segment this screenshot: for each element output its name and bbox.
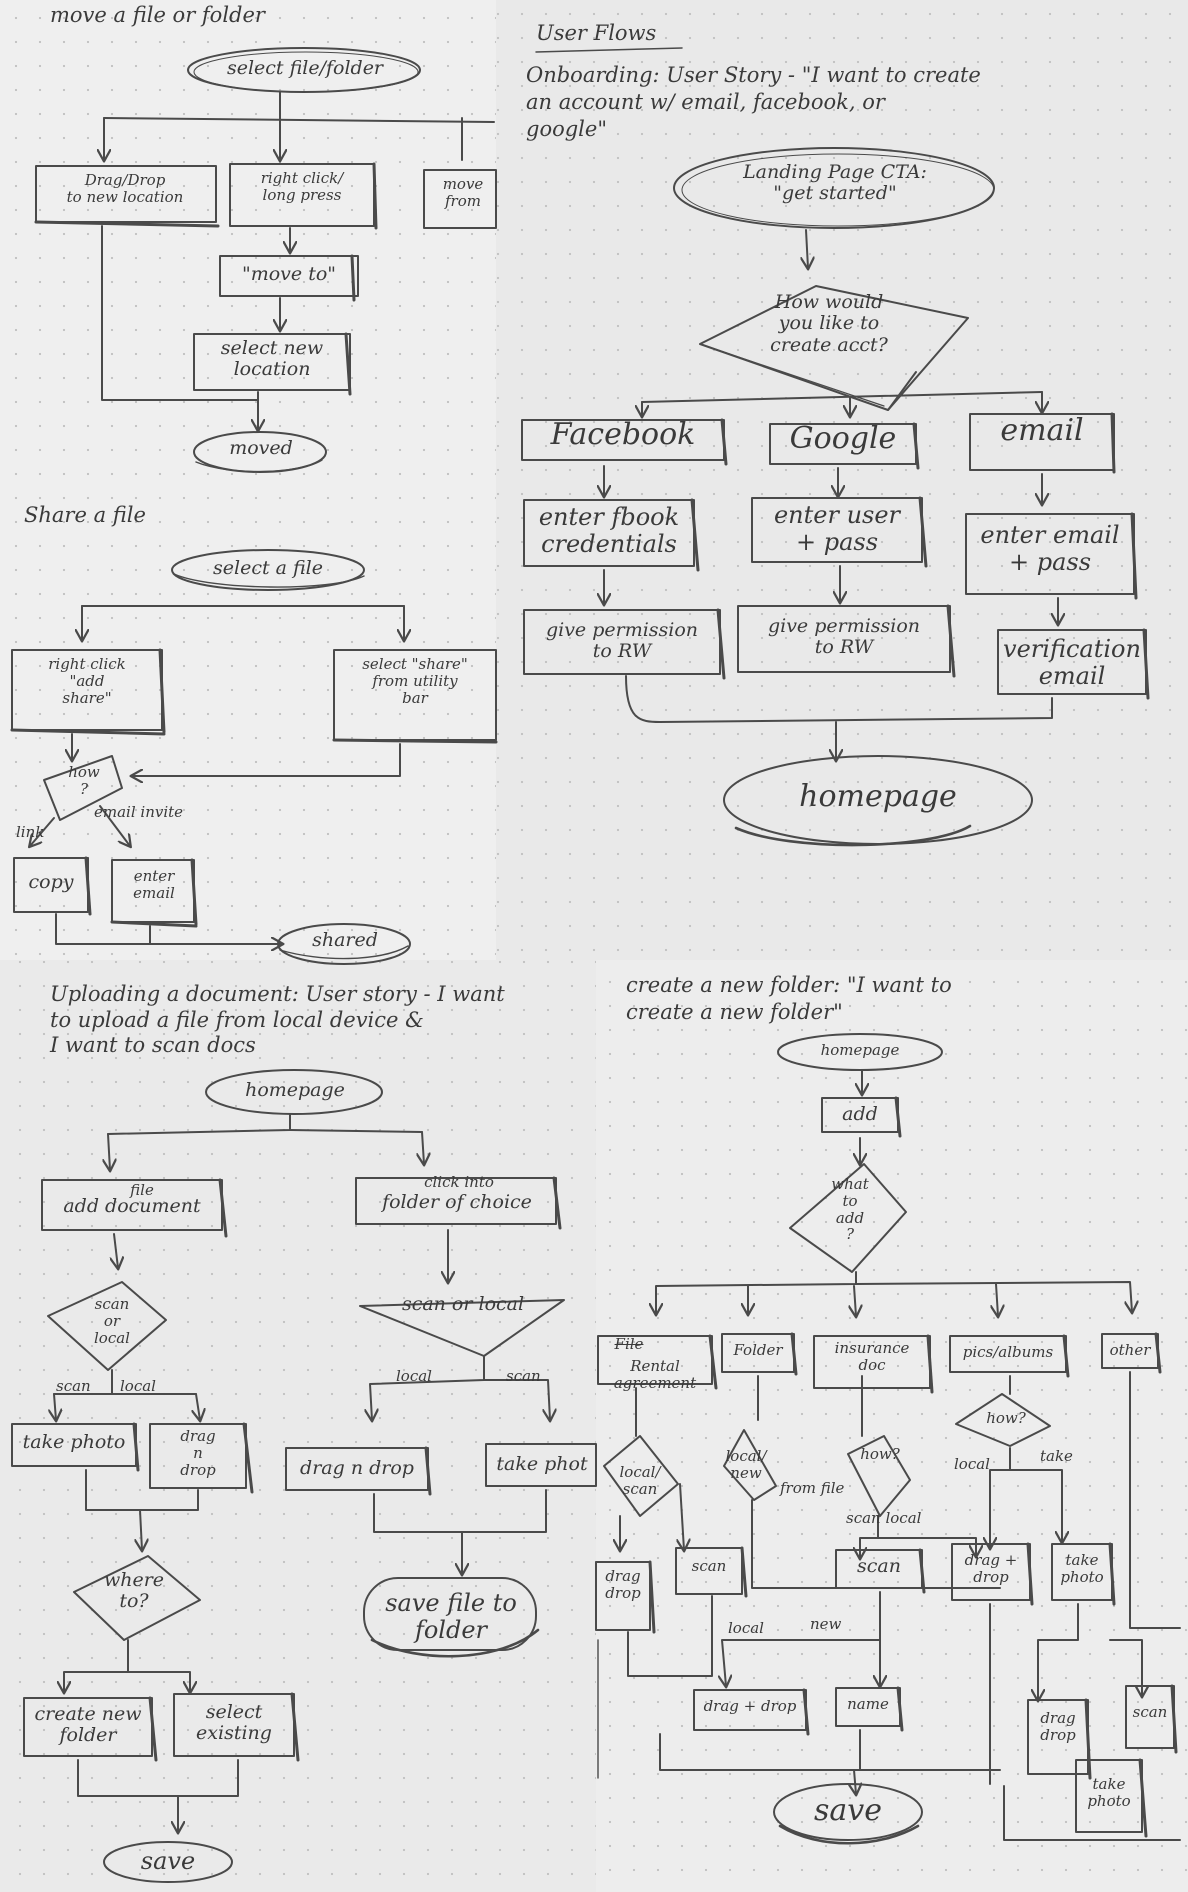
move-from-node: move from (442, 175, 484, 210)
upload-local-label: local (120, 1377, 156, 1395)
upload-select-existing-node: select existing (196, 1701, 272, 1745)
email-node: email (1000, 413, 1084, 448)
scan-d-node: scan (1132, 1703, 1168, 1721)
local-new-decision: local/ new (725, 1447, 767, 1482)
new-folder-story: create a new folder: "I want to create a… (626, 973, 952, 1024)
facebook-credentials-node: enter fbook credentials (538, 503, 680, 558)
from-file-label: from file (780, 1479, 845, 1497)
take-photo-d-node: take photo (1087, 1775, 1131, 1810)
facebook-node: Facebook (550, 417, 696, 452)
new-folder-save-node: save (814, 1793, 882, 1828)
verification-email-node: verification email (1003, 635, 1141, 690)
scan-b-node: scan (857, 1555, 901, 1577)
google-permission-node: give permission to RW (767, 615, 921, 659)
page-onboarding (496, 0, 1188, 960)
take-photo-b-node: take photo (1060, 1551, 1104, 1586)
name-node: name (847, 1695, 889, 1713)
drag-drop-b-node: drag + drop (964, 1551, 1018, 1586)
local-right-label: local (954, 1455, 990, 1473)
share-utility-bar-node: select "share" from utility bar (362, 655, 468, 707)
option-file-label: File (614, 1335, 644, 1353)
share-copy-node: copy (28, 871, 74, 893)
drag-drop-c-node: drag + drop (703, 1697, 797, 1715)
local-scan-decision: local/ scan (619, 1463, 661, 1498)
move-right-click-node: right click/ long press (260, 169, 344, 204)
upload-save-node: save (140, 1847, 196, 1875)
share-select-node: select a file (213, 557, 323, 579)
upload-save-file-node: save file to folder (385, 1589, 517, 1644)
scan-local-label: scan local (846, 1509, 922, 1527)
upload-story: Uploading a document: User story - I wan… (50, 982, 505, 1058)
option-pics-albums-node: pics/albums (962, 1343, 1054, 1361)
email-pass-node: enter email + pass (980, 521, 1120, 576)
option-rental-agreement-node: Rental agreement (613, 1357, 697, 1392)
upload-drag-n-drop-node: drag n drop (300, 1457, 414, 1479)
how-right-decision: how? (986, 1409, 1026, 1427)
move-to-node: "move to" (241, 263, 337, 285)
google-node: Google (789, 421, 897, 456)
share-how-node: how ? (68, 763, 100, 798)
upload-scan-or-local-decision: scan or local (94, 1295, 130, 1347)
share-done-node: shared (312, 929, 378, 951)
new-label: new (810, 1615, 842, 1633)
upload-local-right-label: local (396, 1367, 432, 1385)
upload-click-into-label: click into (424, 1173, 494, 1191)
page-upload (0, 960, 596, 1892)
scan-a-node: scan (691, 1557, 727, 1575)
landing-page-node: Landing Page CTA: "get started" (743, 161, 927, 205)
new-folder-homepage-node: homepage (820, 1041, 900, 1059)
new-folder-what-decision: what to add ? (831, 1175, 869, 1244)
upload-folder-choice-node: folder of choice (382, 1191, 532, 1213)
upload-where-to-decision: where to? (103, 1569, 165, 1613)
page-move-share (0, 0, 496, 960)
option-folder-node: Folder (733, 1341, 783, 1359)
move-title: move a file or folder (50, 3, 265, 27)
upload-take-photo-node: take photo (22, 1431, 126, 1453)
google-user-pass-node: enter user + pass (773, 501, 901, 556)
upload-homepage-node: homepage (245, 1079, 345, 1101)
share-email-invite-label: email invite (94, 803, 184, 821)
move-done-node: moved (229, 437, 293, 459)
upload-scan-or-local-right-decision: scan or local (401, 1293, 525, 1315)
user-flows-heading: User Flows (536, 21, 657, 45)
option-other-node: other (1109, 1341, 1151, 1359)
move-select-location-node: select new location (220, 337, 324, 381)
new-folder-add-node: add (842, 1103, 878, 1125)
share-title: Share a file (24, 503, 146, 527)
how-mid-decision: how? (860, 1445, 900, 1463)
upload-add-document-node: add document (63, 1195, 201, 1217)
drag-drop-d-node: drag drop (1040, 1709, 1076, 1744)
create-account-decision: How would you like to create acct? (770, 291, 888, 356)
onboarding-homepage-node: homepage (799, 779, 957, 814)
upload-scan-label: scan (56, 1377, 91, 1395)
page-new-folder (596, 960, 1188, 1892)
share-right-click-node: right click "add share" (48, 655, 126, 707)
upload-file-caret-label: file (130, 1181, 154, 1199)
drag-drop-a-node: drag drop (605, 1567, 641, 1602)
upload-create-folder-node: create new folder (34, 1703, 142, 1747)
move-select-node: select file/folder (226, 57, 384, 79)
facebook-permission-node: give permission to RW (545, 619, 699, 663)
onboarding-story: Onboarding: User Story - "I want to crea… (526, 63, 981, 141)
option-insurance-doc-node: insurance doc (834, 1339, 910, 1374)
move-drag-drop-node: Drag/Drop to new location (66, 171, 184, 206)
share-link-label: link (16, 823, 45, 841)
upload-drag-drop-node: drag n drop (180, 1427, 216, 1479)
share-enter-email-node: enter email (133, 867, 175, 902)
upload-scan-right-label: scan (506, 1367, 541, 1385)
upload-take-photo-right-node: take phot (496, 1453, 588, 1475)
take-right-label: take (1040, 1447, 1073, 1465)
local-label: local (728, 1619, 764, 1637)
